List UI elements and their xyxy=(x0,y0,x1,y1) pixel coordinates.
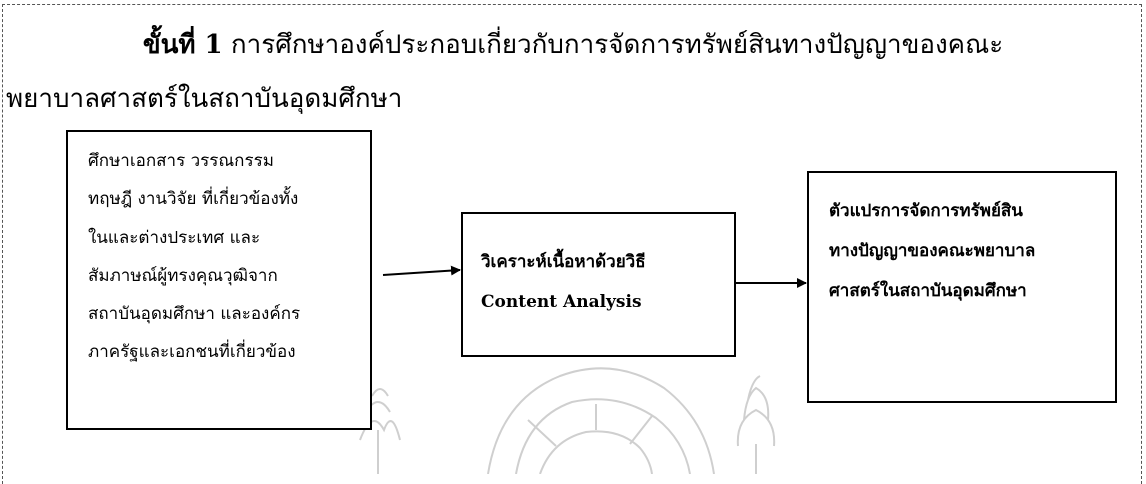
page-frame xyxy=(2,4,1142,484)
result-box: ตัวแปรการจัดการทรัพย์สิน ทางปัญญาของคณะพ… xyxy=(807,171,1117,403)
source-line: สถาบันอุดมศึกษา และองค์กร xyxy=(88,304,301,325)
step-title-line2: พยาบาลศาสตร์ในสถาบันอุดมศึกษา xyxy=(6,84,403,114)
analysis-box: วิเคราะห์เนื้อหาด้วยวิธี Content Analysi… xyxy=(461,212,736,357)
source-line: สัมภาษณ์ผู้ทรงคุณวุฒิจาก xyxy=(88,265,278,286)
step-title-line1: การศึกษาองค์ประกอบเกี่ยวกับการจัดการทรัพ… xyxy=(222,30,1004,60)
analysis-line: Content Analysis xyxy=(481,292,642,312)
source-box: ศึกษาเอกสาร วรรณกรรม ทฤษฎี งานวิจัย ที่เ… xyxy=(66,130,372,430)
source-line: ทฤษฎี งานวิจัย ที่เกี่ยวข้องทั้ง xyxy=(88,189,299,210)
result-line: ศาสตร์ในสถาบันอุดมศึกษา xyxy=(829,281,1027,301)
flow-arrows xyxy=(382,265,807,288)
source-line: ในและต่างประเทศ และ xyxy=(88,227,261,248)
arrow-source-to-analysis xyxy=(382,265,461,276)
result-line: ตัวแปรการจัดการทรัพย์สิน xyxy=(829,201,1023,221)
step-label: ขั้นที่ 1 xyxy=(142,30,223,60)
source-line: ภาครัฐและเอกชนที่เกี่ยวข้อง xyxy=(88,342,296,363)
result-line: ทางปัญญาของคณะพยาบาล xyxy=(829,241,1036,261)
analysis-line: วิเคราะห์เนื้อหาด้วยวิธี xyxy=(481,252,646,272)
university-seal-watermark xyxy=(359,367,776,474)
step-heading: ขั้นที่ 1 การศึกษาองค์ประกอบเกี่ยวกับการ… xyxy=(0,28,1146,62)
source-line: ศึกษาเอกสาร วรรณกรรม xyxy=(88,151,274,171)
